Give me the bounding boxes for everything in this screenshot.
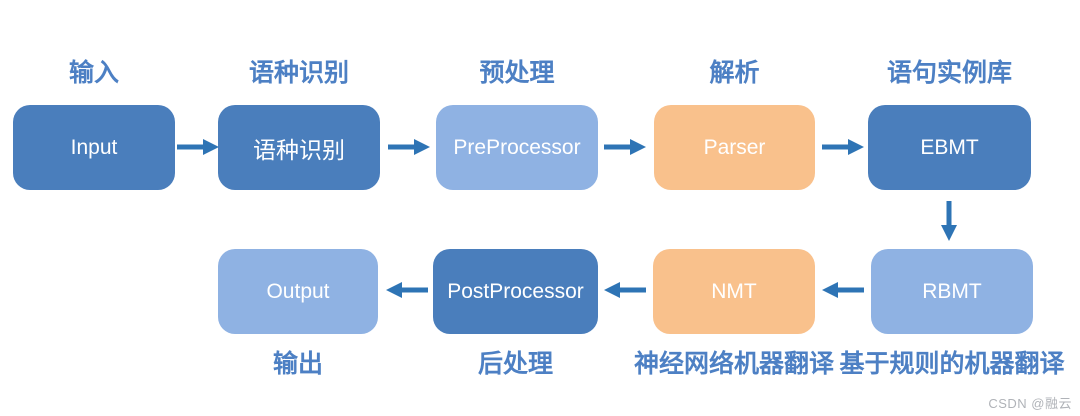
caption-parse: 解析 [709, 59, 760, 87]
caption-lang-id: 语种识别 [248, 59, 349, 87]
arrow-right-preprocessor-to-parser-icon [604, 139, 646, 155]
caption-preprocess: 预处理 [479, 59, 555, 87]
arrow-left-nmt-to-postprocessor-icon [604, 282, 646, 298]
node-parser: Parser [654, 105, 815, 190]
arrow-left-rbmt-to-nmt-icon [822, 282, 864, 298]
arrow-right-input-to-langid-icon [177, 139, 219, 155]
node-input: Input [13, 105, 175, 190]
caption-example-bank: 语句实例库 [886, 59, 1012, 87]
arrow-down-ebmt-to-rbmt-icon [941, 201, 957, 241]
caption-rbmt-full: 基于规则的机器翻译 [839, 350, 1065, 378]
caption-postprocess: 后处理 [477, 350, 553, 378]
node-ebmt: EBMT [868, 105, 1031, 190]
caption-output: 输出 [272, 350, 323, 378]
csdn-watermark: CSDN @融云 [988, 396, 1072, 411]
node-nmt: NMT [653, 249, 815, 334]
node-lang-id: 语种识别 [218, 105, 380, 190]
arrow-right-langid-to-preprocessor-icon [388, 139, 430, 155]
arrow-right-parser-to-ebmt-icon [822, 139, 864, 155]
node-output: Output [218, 249, 378, 334]
caption-input: 输入 [68, 59, 119, 87]
arrow-left-postprocessor-to-output-icon [386, 282, 428, 298]
node-postprocessor: PostProcessor [433, 249, 598, 334]
node-rbmt: RBMT [871, 249, 1033, 334]
caption-nmt-full: 神经网络机器翻译 [633, 350, 834, 378]
node-preprocessor: PreProcessor [436, 105, 598, 190]
